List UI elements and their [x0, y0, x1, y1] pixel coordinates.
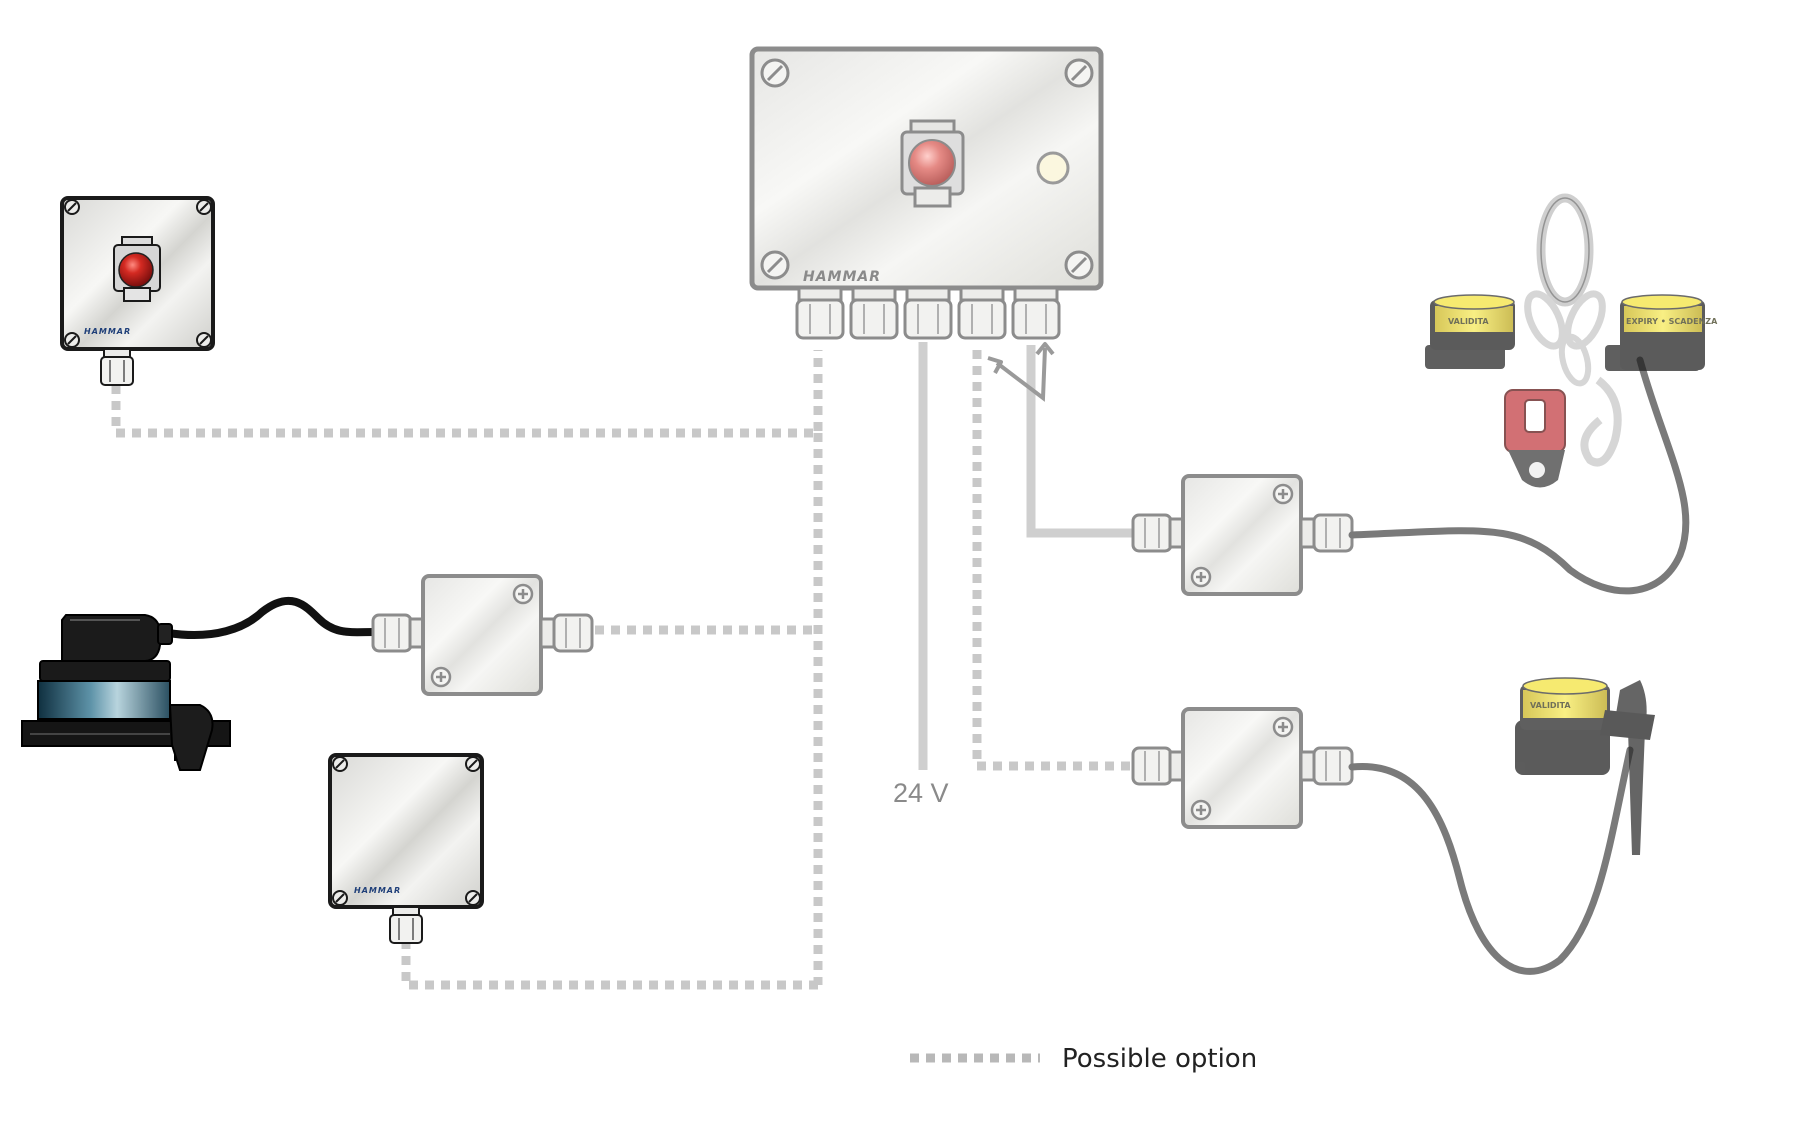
screw-icon: [332, 890, 348, 906]
dotted-wire-button-box: [111, 350, 823, 438]
twin-hydrostatic-release-assembly: VALIDITA EXPIRY • SCADENZA: [1425, 193, 1718, 488]
screw-icon: [1190, 566, 1212, 588]
sensor-connector-head: [61, 614, 161, 662]
cable-gland: [100, 348, 134, 386]
release-unit-bottom-label: VALIDITA: [1530, 701, 1571, 710]
screw-icon: [760, 250, 790, 280]
remote-box-brand: HAMMAR: [84, 327, 131, 336]
sensor-body-top: [39, 660, 171, 682]
cable-lower-release-unit: [1348, 746, 1634, 975]
cable-upper-release-unit: [1348, 356, 1690, 595]
screw-icon: [1064, 58, 1094, 88]
screw-icon: [64, 199, 80, 215]
dotted-wire-lower-junction: [972, 350, 1133, 771]
screw-icon: [1064, 250, 1094, 280]
snap-hook: [1580, 376, 1622, 467]
sensor-cable: [164, 596, 379, 640]
pressure-sensor-unit: [21, 596, 379, 771]
cable-gland: [1299, 746, 1354, 786]
junction-box-lower-right: [1131, 707, 1354, 829]
screw-icon: [1190, 799, 1212, 821]
test-button[interactable]: [900, 119, 965, 208]
screw-icon: [64, 332, 80, 348]
remote-button-box: HAMMAR: [60, 196, 215, 386]
cable-gland: [849, 286, 899, 340]
remote-release-button[interactable]: [113, 236, 161, 302]
release-unit-right: EXPIRY • SCADENZA: [1605, 294, 1718, 371]
screw-icon: [332, 756, 348, 772]
main-box-brand: HAMMAR: [803, 269, 881, 285]
screw-icon: [1272, 483, 1294, 505]
release-unit-left: VALIDITA: [1425, 294, 1515, 369]
junction-box-left: [371, 574, 594, 696]
screw-icon: [196, 332, 212, 348]
legend-label: Possible option: [1062, 1044, 1257, 1074]
cable-gland: [389, 906, 423, 944]
cable-gland: [1011, 286, 1061, 340]
release-unit-left-label: VALIDITA: [1448, 317, 1489, 326]
indicator-lamp: [1036, 151, 1070, 185]
cable-gland: [1131, 513, 1185, 553]
screw-icon: [430, 666, 452, 688]
main-control-box: HAMMAR: [749, 46, 1104, 340]
dotted-wire-plain-box: [401, 940, 818, 990]
voltage-label: 24 V: [893, 778, 949, 808]
legend: Possible option: [910, 1044, 1257, 1074]
screw-icon: [465, 890, 481, 906]
screw-icon: [760, 58, 790, 88]
cable-gland: [903, 286, 953, 340]
screw-icon: [196, 199, 212, 215]
solid-wire-upper-junction: [1026, 345, 1133, 538]
plain-box-brand: HAMMAR: [354, 886, 401, 895]
release-hook: [1504, 389, 1566, 488]
screw-icon: [465, 756, 481, 772]
single-hydrostatic-release-unit: VALIDITA: [1515, 677, 1655, 855]
cable-gland: [1131, 746, 1185, 786]
remote-indicator-box: HAMMAR: [328, 753, 484, 944]
cable-gland: [1299, 513, 1354, 553]
plain-box-body: [328, 753, 484, 909]
wiring-lines: [111, 342, 1133, 990]
cable-gland: [795, 286, 845, 340]
cable-glands: [795, 286, 1061, 340]
junction-box-upper-right: [1131, 474, 1354, 596]
cable-gland: [539, 613, 594, 653]
screw-icon: [1272, 716, 1294, 738]
cable-gland: [371, 613, 425, 653]
screw-icon: [512, 583, 534, 605]
double-arrow: [987, 342, 1055, 402]
cable-gland: [957, 286, 1007, 340]
sensor-body-band: [37, 680, 171, 720]
release-unit-right-label: EXPIRY • SCADENZA: [1626, 317, 1718, 326]
